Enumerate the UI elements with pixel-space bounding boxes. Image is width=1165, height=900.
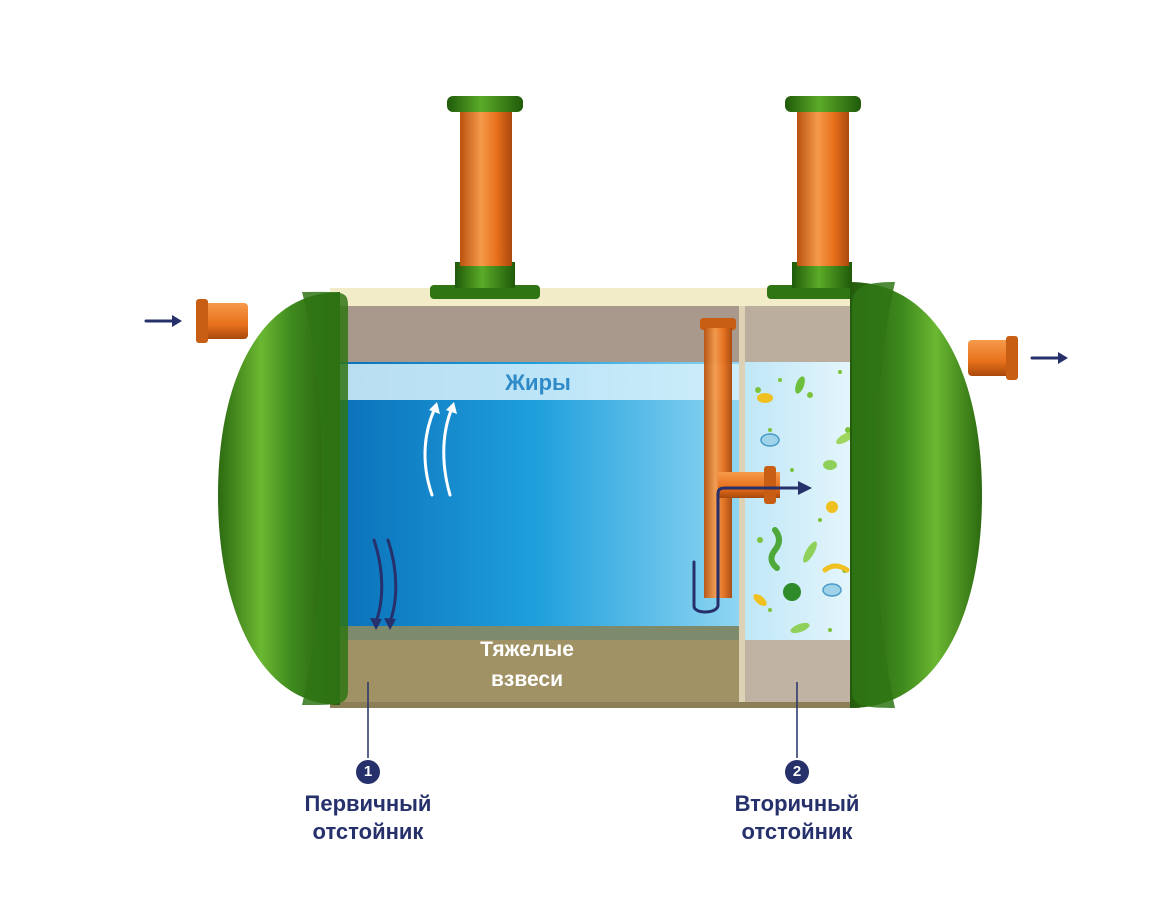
air-space-primary	[330, 306, 740, 362]
primary-chamber-line2: отстойник	[312, 819, 424, 844]
primary-water	[330, 362, 740, 628]
secondary-chamber-line2: отстойник	[741, 819, 853, 844]
fat-layer	[330, 364, 740, 400]
primary-chamber-line1: Первичный	[304, 791, 432, 816]
bacteria-icon	[753, 370, 854, 634]
rising-arrow-icon	[442, 406, 454, 497]
fats-label: Жиры	[504, 370, 571, 395]
secondary-chamber-number: 2	[785, 760, 809, 784]
left-neck	[430, 96, 540, 299]
flow-arrows	[144, 315, 1068, 630]
secondary-sediment	[744, 640, 856, 706]
outlet-pipe	[968, 336, 1018, 380]
air-space-secondary	[740, 306, 855, 362]
heavy-sediment	[330, 640, 740, 706]
rising-arrow-icon	[423, 406, 437, 497]
left-endcap	[218, 291, 348, 705]
overflow-flow-arrow-icon	[692, 486, 802, 614]
secondary-chamber-line1: Вторичный	[734, 791, 860, 816]
tank-body	[330, 288, 860, 708]
primary-chamber-caption: Первичный отстойник	[298, 790, 438, 846]
right-neck	[767, 96, 877, 299]
heavy-sediment-label-line2: взвеси	[491, 668, 563, 691]
secondary-chamber-caption: Вторичный отстойник	[722, 790, 872, 846]
settling-arrow-icon	[386, 538, 398, 624]
inlet-pipe	[196, 299, 248, 343]
settling-arrow-icon	[372, 538, 384, 624]
right-endcap	[850, 282, 982, 708]
partition-wall	[739, 306, 745, 706]
sediment-top	[330, 626, 740, 642]
primary-chamber-number: 1	[356, 760, 380, 784]
heavy-sediment-label-line1: Тяжелые	[480, 638, 574, 661]
